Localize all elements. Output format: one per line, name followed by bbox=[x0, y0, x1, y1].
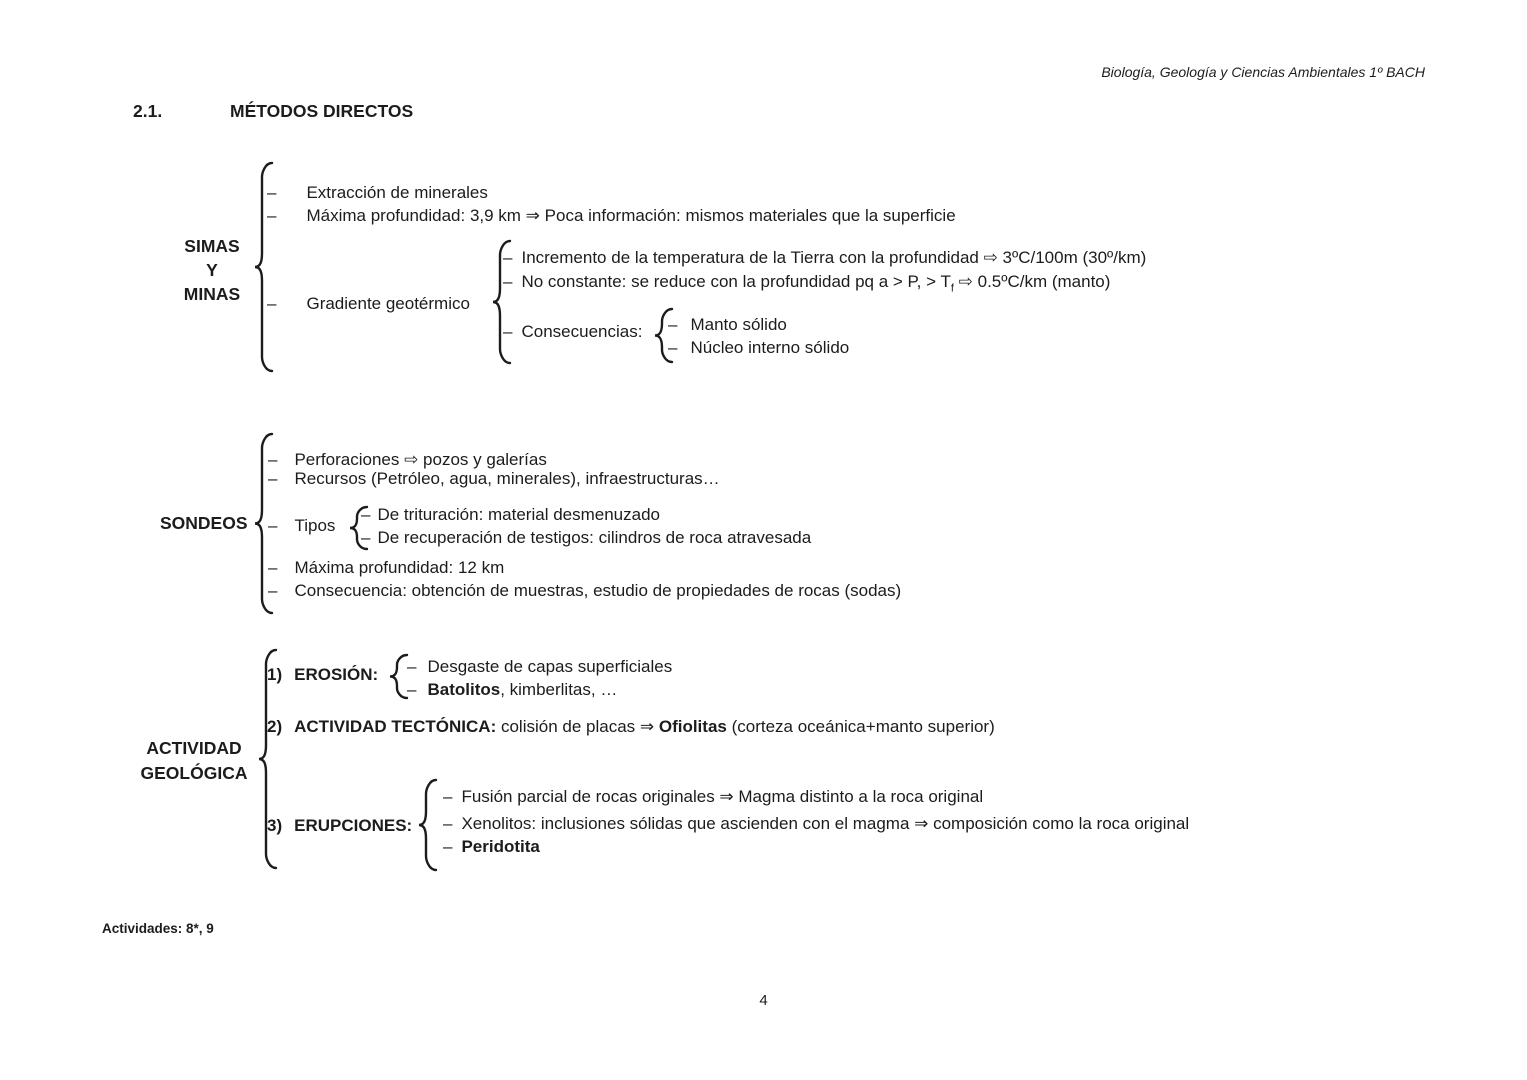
list-item: –Incremento de la temperatura de la Tier… bbox=[503, 247, 1146, 269]
item-text: Tipos bbox=[294, 516, 336, 535]
actividad-geologica-label: ACTIVIDAD GEOLÓGICA bbox=[136, 736, 252, 786]
brace-consecuencias bbox=[652, 307, 678, 364]
item-text: Consecuencia: obtención de muestras, est… bbox=[294, 581, 902, 600]
item-text: Incremento de la temperatura de la Tierr… bbox=[521, 248, 1147, 267]
label-line: GEOLÓGICA bbox=[140, 763, 248, 783]
section-number: 2.1. bbox=[133, 101, 163, 121]
item-text: Fusión parcial de rocas originales ⇒ Mag… bbox=[461, 787, 984, 806]
simas-minas-label: SIMAS Y MINAS bbox=[178, 234, 246, 306]
list-item: –Consecuencias: bbox=[503, 321, 642, 343]
item-text: Recursos (Petróleo, agua, minerales), in… bbox=[294, 469, 720, 488]
dash-marker: – bbox=[407, 657, 417, 676]
item-text-bold: Ofiolitas bbox=[658, 717, 727, 736]
brace-erosion bbox=[387, 653, 413, 700]
list-item: –Recursos (Petróleo, agua, minerales), i… bbox=[268, 468, 720, 490]
dash-marker: – bbox=[443, 814, 453, 833]
list-item: –Consecuencia: obtención de muestras, es… bbox=[268, 580, 901, 602]
label-line: Y bbox=[206, 260, 218, 280]
item-text: Desgaste de capas superficiales bbox=[427, 657, 673, 676]
brace-erupciones bbox=[416, 778, 442, 872]
brace-sondeos bbox=[252, 432, 278, 615]
dash-marker: – bbox=[267, 206, 277, 225]
list-item: –Perforaciones ⇨ pozos y galerías bbox=[268, 449, 547, 471]
brace-gradiente bbox=[490, 239, 516, 365]
list-item: –No constante: se reduce con la profundi… bbox=[503, 271, 1110, 299]
dash-marker: – bbox=[268, 516, 278, 535]
label-line: MINAS bbox=[183, 284, 241, 304]
label-line: SIMAS bbox=[184, 236, 240, 256]
item-text: Núcleo interno sólido bbox=[690, 338, 850, 357]
dash-marker: – bbox=[268, 558, 278, 577]
item-text: De recuperación de testigos: cilindros d… bbox=[377, 528, 812, 547]
item-text: Consecuencias: bbox=[521, 322, 643, 341]
list-item: –Peridotita bbox=[443, 836, 540, 858]
list-item: –Manto sólido bbox=[668, 314, 787, 336]
item-number: 3) bbox=[267, 816, 283, 835]
dash-marker: – bbox=[267, 294, 277, 313]
list-item: – Máxima profundidad: 3,9 km ⇒ Poca infor… bbox=[267, 205, 956, 227]
header-course-title: Biología, Geología y Ciencias Ambientale… bbox=[1101, 64, 1425, 80]
item-text: Máxima profundidad: 3,9 km ⇒ Poca inform… bbox=[306, 206, 956, 225]
numbered-item-tectonica: 2) ACTIVIDAD TECTÓNICA: colisión de placa… bbox=[267, 716, 995, 738]
dash-marker: – bbox=[268, 469, 278, 488]
item-text: Gradiente geotérmico bbox=[306, 294, 470, 313]
activities-note: Actividades: 8*, 9 bbox=[102, 921, 214, 936]
item-text: No constante: se reduce con la profundid… bbox=[521, 272, 951, 291]
list-item: – Gradiente geotérmico bbox=[267, 293, 470, 315]
list-item: – Extracción de minerales bbox=[267, 182, 488, 204]
item-number: 2) bbox=[267, 717, 283, 736]
item-text: ⇨ 0.5ºC/km (manto) bbox=[953, 272, 1111, 291]
item-label: EROSIÓN: bbox=[294, 665, 379, 684]
item-text-bold: Batolitos bbox=[427, 680, 501, 699]
item-text-bold: Peridotita bbox=[461, 837, 540, 856]
list-item: –Tipos bbox=[268, 515, 335, 537]
item-text: Máxima profundidad: 12 km bbox=[294, 558, 505, 577]
item-number: 1) bbox=[267, 665, 283, 684]
dash-marker: – bbox=[503, 248, 513, 267]
brace-simas bbox=[252, 161, 278, 373]
dash-marker: – bbox=[268, 450, 278, 469]
subscript-text: f bbox=[950, 282, 954, 295]
item-text: Xenolitos: inclusiones sólidas que ascie… bbox=[461, 814, 1190, 833]
list-item: –Máxima profundidad: 12 km bbox=[268, 557, 504, 579]
dash-marker: – bbox=[668, 315, 678, 334]
item-label: ERUPCIONES: bbox=[294, 816, 413, 835]
item-text: Manto sólido bbox=[690, 315, 787, 334]
list-item: –Desgaste de capas superficiales bbox=[407, 656, 672, 678]
list-item: –Xenolitos: inclusiones sólidas que asci… bbox=[443, 813, 1189, 835]
item-text: (corteza oceánica+manto superior) bbox=[726, 717, 995, 736]
page-number: 4 bbox=[759, 992, 768, 1009]
brace-actividad bbox=[256, 648, 282, 870]
dash-marker: – bbox=[407, 680, 417, 699]
dash-marker: – bbox=[361, 528, 371, 547]
numbered-item-erupciones: 3) ERUPCIONES: bbox=[267, 815, 412, 837]
dash-marker: – bbox=[668, 338, 678, 357]
item-label: ACTIVIDAD TECTÓNICA: bbox=[294, 717, 497, 736]
dash-marker: – bbox=[361, 505, 371, 524]
item-text: Extracción de minerales bbox=[306, 183, 488, 202]
numbered-item-erosion: 1) EROSIÓN: bbox=[267, 664, 378, 686]
dash-marker: – bbox=[503, 272, 513, 291]
sondeos-label: SONDEOS bbox=[160, 513, 248, 533]
list-item: –Núcleo interno sólido bbox=[668, 337, 849, 359]
item-text: De trituración: material desmenuzado bbox=[377, 505, 660, 524]
item-text: Perforaciones ⇨ pozos y galerías bbox=[294, 450, 547, 469]
dash-marker: – bbox=[443, 787, 453, 806]
dash-marker: – bbox=[267, 183, 277, 202]
list-item: –Fusión parcial de rocas originales ⇒ Ma… bbox=[443, 786, 983, 808]
dash-marker: – bbox=[443, 837, 453, 856]
list-item: –De trituración: material desmenuzado bbox=[361, 504, 660, 526]
label-line: ACTIVIDAD bbox=[146, 738, 242, 758]
list-item: –De recuperación de testigos: cilindros … bbox=[361, 527, 811, 549]
list-item: –Batolitos, kimberlitas, … bbox=[407, 679, 617, 701]
item-text: , kimberlitas, … bbox=[500, 680, 618, 699]
item-text: colisión de placas ⇒ bbox=[496, 717, 659, 736]
brace-tipos bbox=[347, 505, 373, 551]
section-title: MÉTODOS DIRECTOS bbox=[230, 101, 414, 121]
dash-marker: – bbox=[268, 581, 278, 600]
dash-marker: – bbox=[503, 322, 513, 341]
